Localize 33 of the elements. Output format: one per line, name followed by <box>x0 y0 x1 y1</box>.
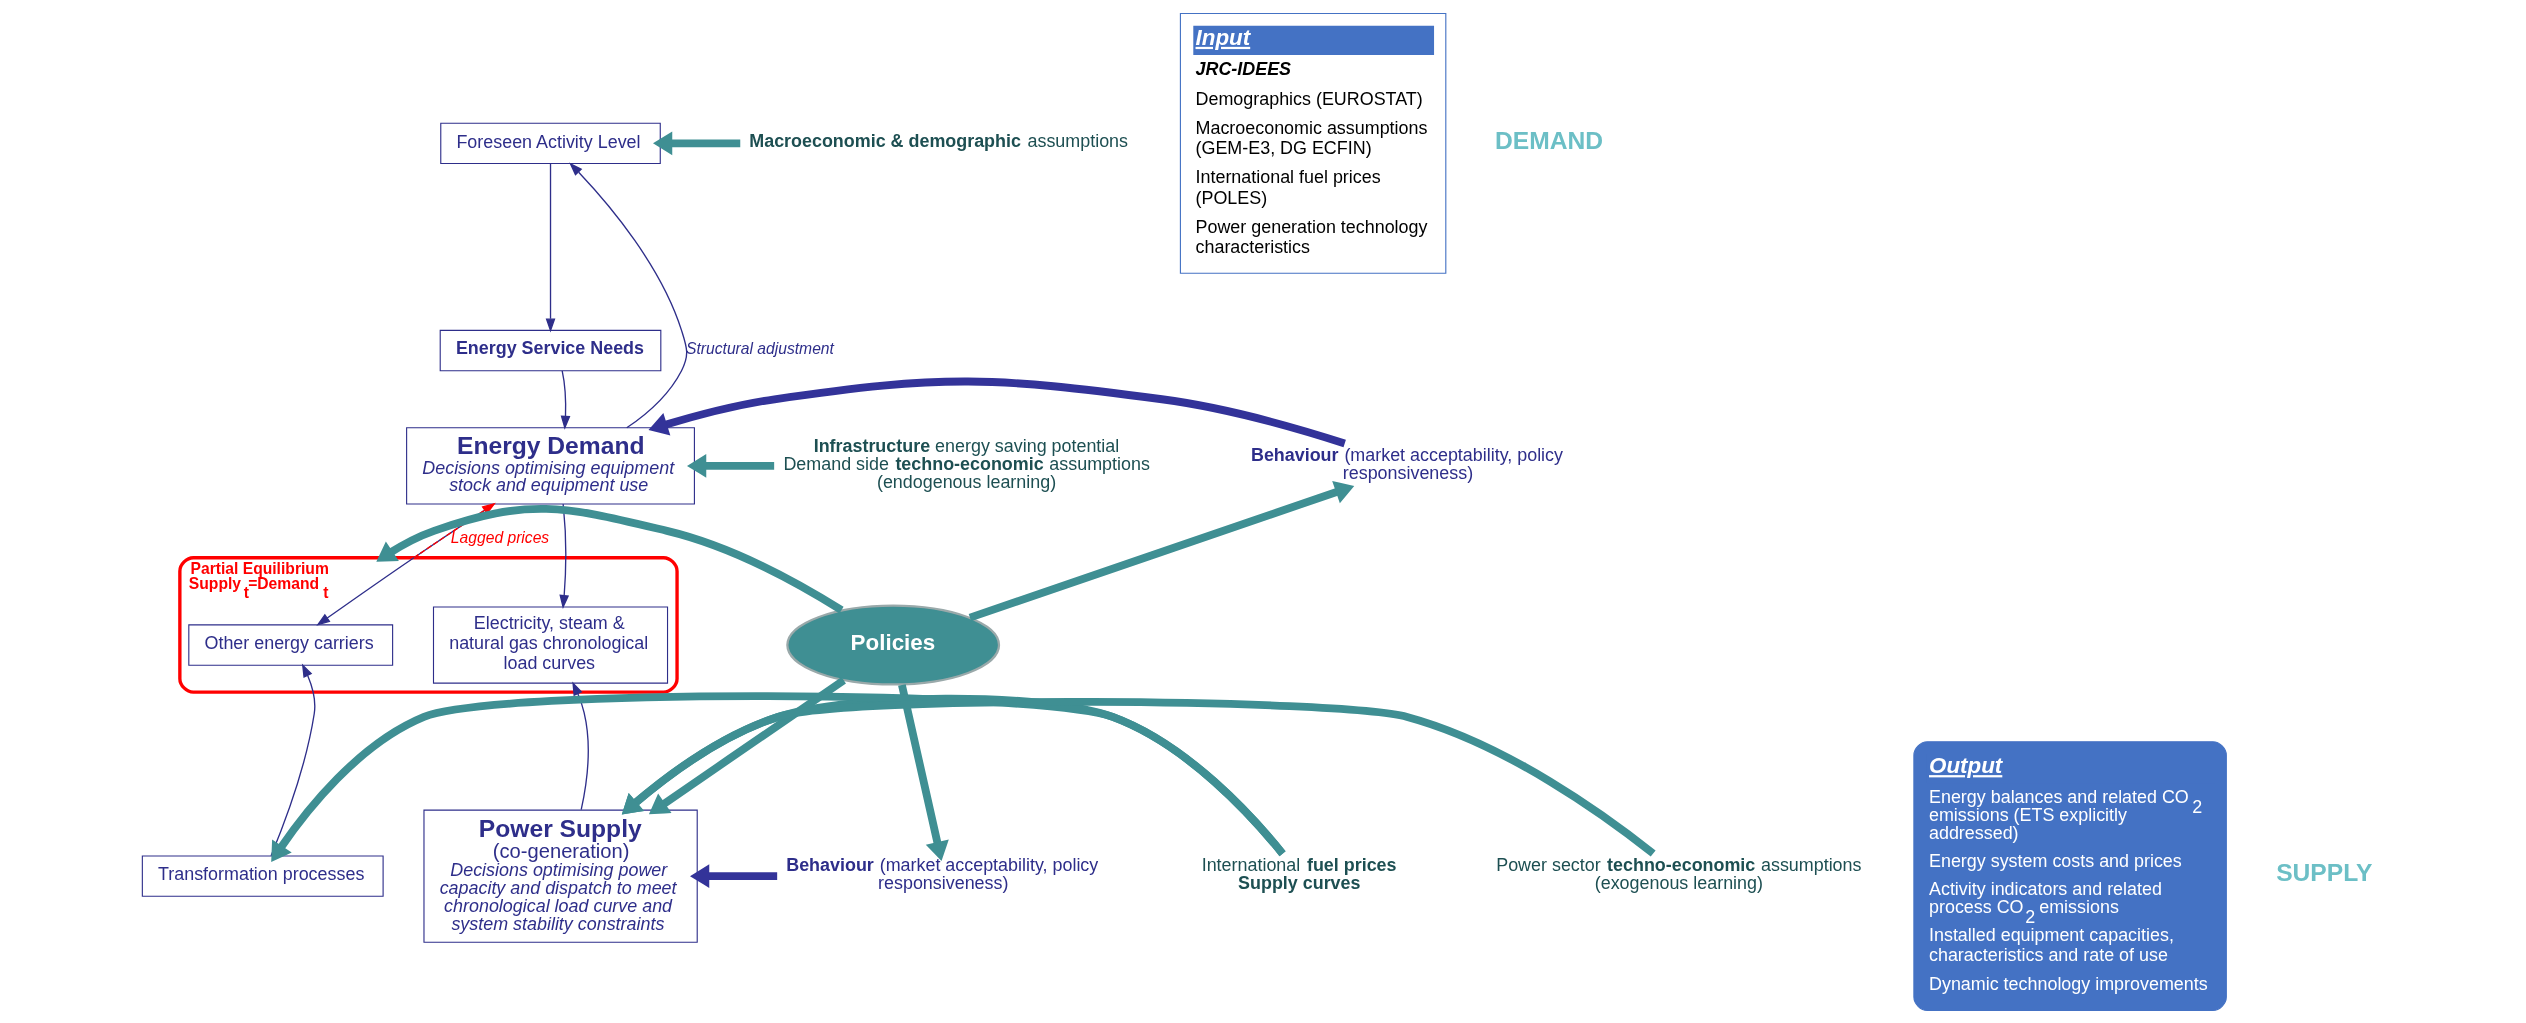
arrow <box>271 691 1286 862</box>
node-text: Behaviour (market acceptability, policy responsiveness) <box>1250 444 1564 483</box>
node-box: Transformation processes <box>141 854 384 897</box>
edge-label: Structural adjustment <box>686 339 834 357</box>
node-text: International fuel prices Supply curves <box>1201 854 1397 893</box>
arrow <box>648 676 846 814</box>
arrow <box>545 162 556 332</box>
node-box: Foreseen Activity Level <box>440 122 661 164</box>
node-box: Other energy carriers <box>188 623 394 666</box>
node-box: Energy Service Needs <box>439 329 662 371</box>
arrow <box>968 480 1355 621</box>
node-text: Behaviour (market acceptability, policy responsiveness) <box>786 854 1099 893</box>
edge-label: Lagged prices <box>450 528 550 546</box>
arrow <box>572 680 589 810</box>
node-ellipse: Policies <box>786 604 1001 686</box>
arrow <box>270 662 316 856</box>
arrow <box>648 377 1346 447</box>
arrow <box>559 502 570 609</box>
node-text: Infrastructure energy saving potential Demand side techno-economic assumptions (endogenous learning) <box>783 435 1150 492</box>
node-box: Energy Demand Decisions optimising equipment stock and equipment use <box>406 426 695 504</box>
arrow <box>413 502 496 558</box>
node-text: Macroeconomic & demographic assumptions <box>749 130 1129 151</box>
arrow <box>560 369 571 430</box>
arrow <box>569 161 688 428</box>
node-box: Input JRC-IDEES Demographics (EUROSTAT) Macroeconomic assumptions (GEM-E3, DG ECFIN) International fuel prices (POLES) Power generation technology characteristics <box>1179 12 1447 274</box>
arrow <box>376 504 844 613</box>
node-text: Power sector techno-economic assumptions (exogenous learning) <box>1496 854 1862 893</box>
arrow <box>898 683 949 861</box>
node-box: Electricity, steam & natural gas chronological load curves <box>432 605 669 684</box>
label: SUPPLY <box>2276 858 2373 886</box>
arrow <box>621 697 1656 857</box>
label: DEMAND <box>1495 126 1604 154</box>
node-box: Power Supply (co-generation) Decisions optimising power capacity and dispatch to meet chronological load curve and system stability constraints <box>423 809 698 943</box>
